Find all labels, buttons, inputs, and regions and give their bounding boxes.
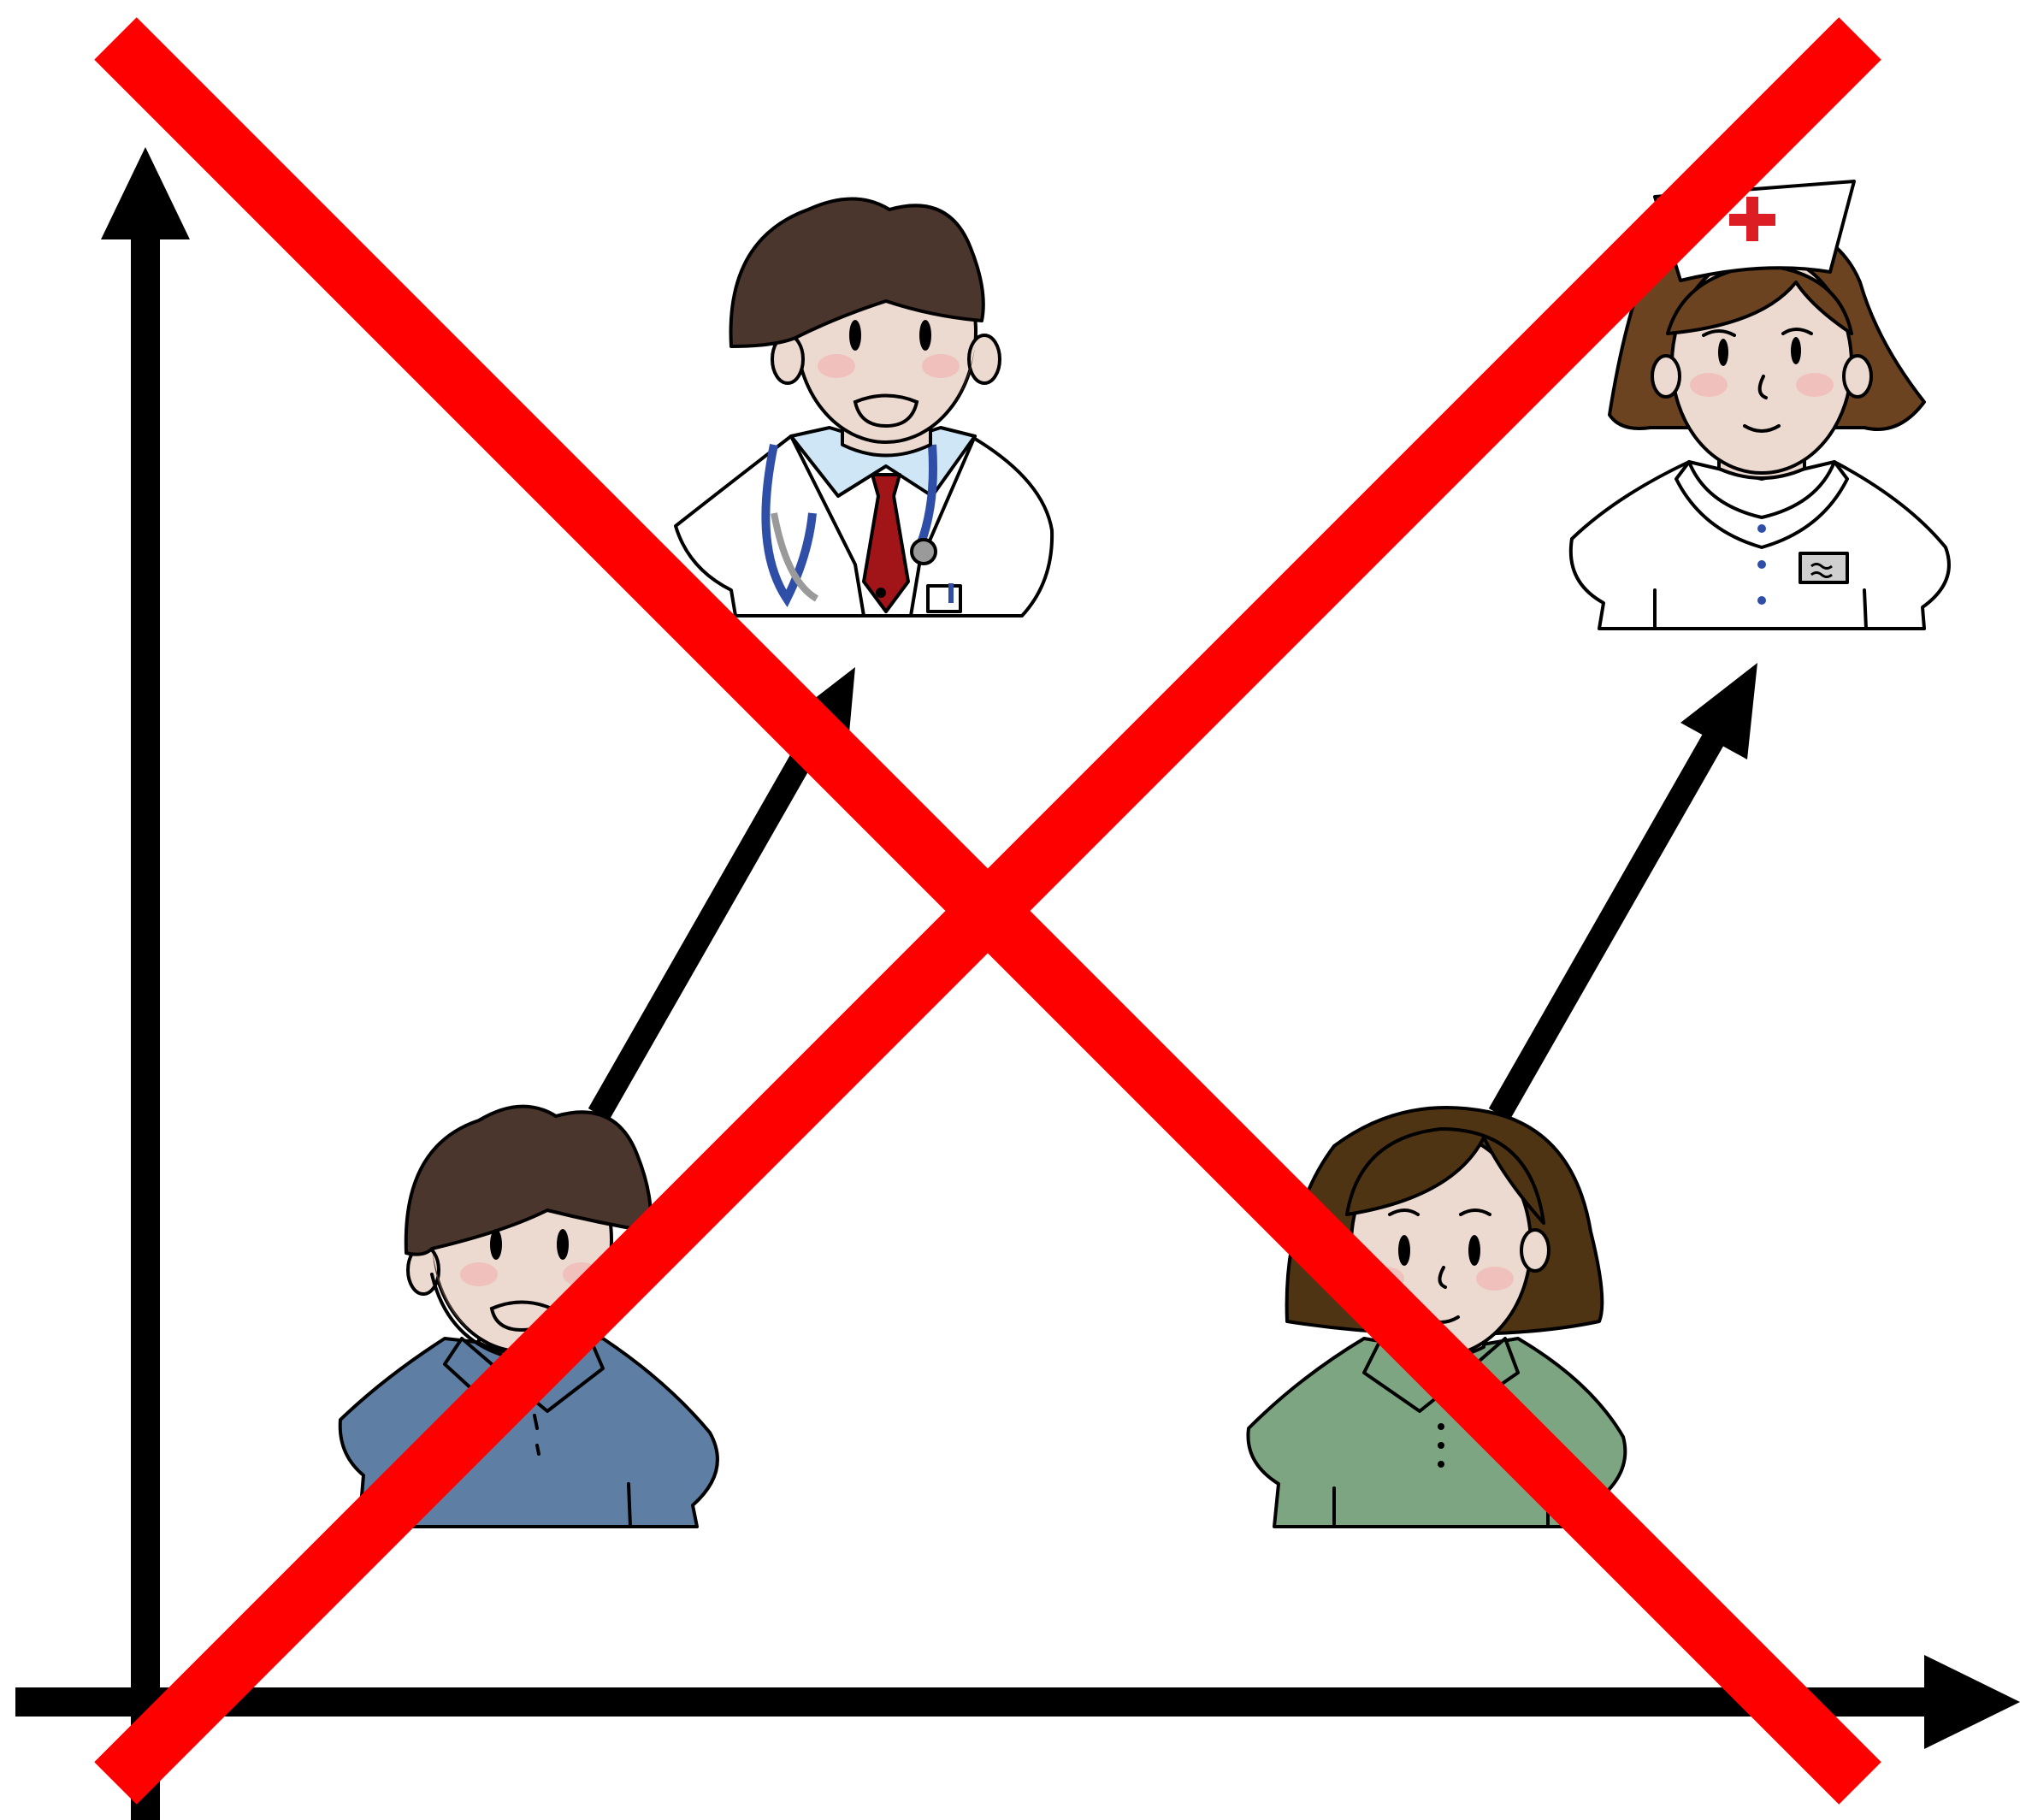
doctor-figure: [676, 199, 1052, 617]
arrow-woman-to-nurse: [1499, 663, 1757, 1114]
red-x-icon: [115, 38, 1860, 1783]
x-axis-arrowhead: [1924, 1655, 2020, 1749]
y-axis-arrowhead: [101, 147, 190, 239]
